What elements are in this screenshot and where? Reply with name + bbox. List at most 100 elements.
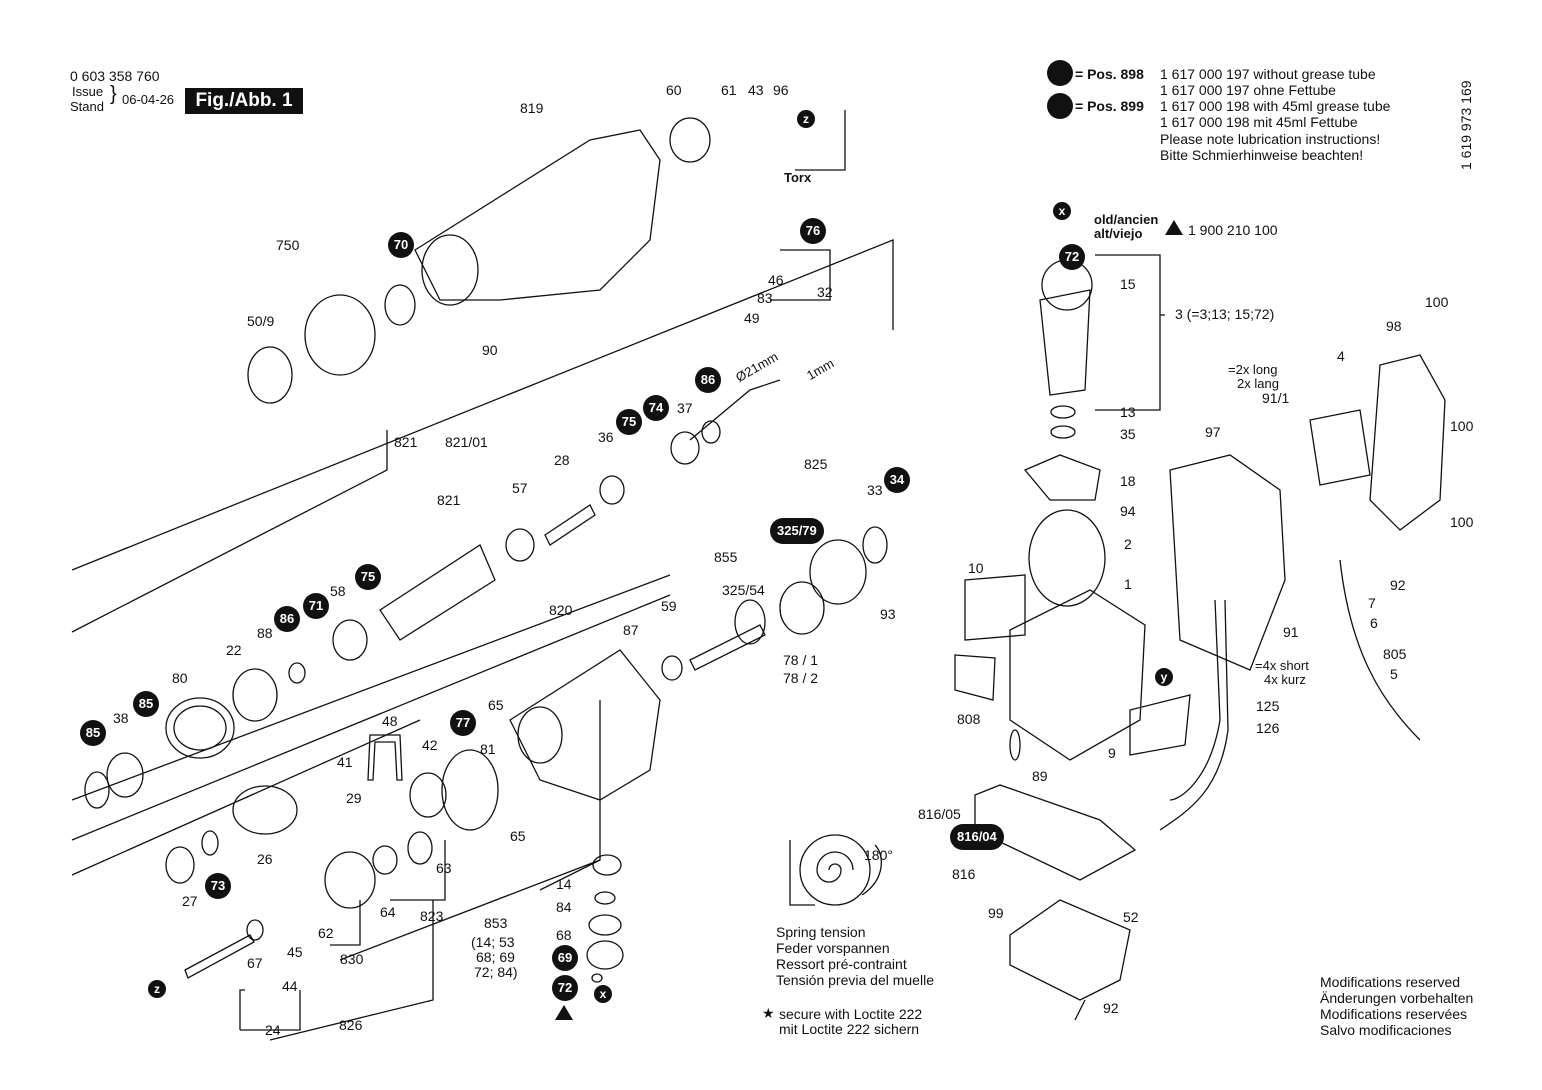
circled-part-number: 73 <box>205 873 231 899</box>
part-label: 94 <box>1120 503 1136 519</box>
part-label: 36 <box>598 429 614 445</box>
long-screw-note-2: 2x lang <box>1237 376 1279 391</box>
modifications-fr: Modifications reservées <box>1320 1006 1468 1022</box>
old-part-number: 1 900 210 100 <box>1188 222 1278 238</box>
circled-part-number: 325/79 <box>770 518 824 544</box>
part-label: 43 <box>748 82 764 98</box>
part-label: 88 <box>257 625 273 641</box>
pos899-label: = Pos. 899 <box>1075 98 1144 114</box>
lube-note-de: Bitte Schmierhinweise beachten! <box>1160 147 1364 163</box>
part-label: 100 <box>1425 294 1449 310</box>
short-screw-note-1: =4x short <box>1255 658 1309 673</box>
circled-part-number: 72 <box>1059 244 1085 270</box>
pos899-line2: 1 617 000 198 mit 45ml Fettube <box>1160 114 1358 130</box>
marker-x: x <box>1053 202 1071 220</box>
armature-outline <box>1039 289 1091 396</box>
circled-part-number: 77 <box>450 710 476 736</box>
part-label: 68 <box>556 927 572 943</box>
circled-part-number: 86 <box>695 367 721 393</box>
part-label: 67 <box>247 955 263 971</box>
part-label: 821 <box>394 434 418 450</box>
circled-part-number: 75 <box>616 409 642 435</box>
part-label: 61 <box>721 82 737 98</box>
switch-outline <box>1309 409 1371 486</box>
housing-outline <box>414 129 661 301</box>
part-label: 65 <box>488 697 504 713</box>
part-label: 46 <box>768 272 784 288</box>
triangle-icon <box>555 1005 573 1020</box>
issue-date: 06-04-26 <box>122 92 175 107</box>
spring-note-es: Tensión previa del muelle <box>776 972 934 988</box>
part-label: 44 <box>282 978 298 994</box>
group-853-line1: (14; 53 <box>471 934 515 950</box>
frame-line <box>71 430 388 633</box>
part-label: 59 <box>661 598 677 614</box>
part-label: 83 <box>757 290 773 306</box>
part-label: 64 <box>380 904 396 920</box>
part-label: 826 <box>339 1017 363 1033</box>
part-label: 808 <box>957 711 981 727</box>
pos898-line1: 1 617 000 197 without grease tube <box>1160 66 1376 82</box>
part-label: 2 <box>1124 536 1132 552</box>
part-label: 97 <box>1205 424 1221 440</box>
circled-part-number: 816/04 <box>950 824 1004 850</box>
document-number: 1 619 973 169 <box>1458 80 1474 170</box>
part-label: 750 <box>276 237 300 253</box>
pos899-dot-icon <box>1047 93 1073 119</box>
loctite-note-de: mit Loctite 222 sichern <box>779 1021 920 1037</box>
part-label: 99 <box>988 905 1004 921</box>
modifications-de: Änderungen vorbehalten <box>1320 990 1474 1006</box>
circled-part-number: 71 <box>303 593 329 619</box>
part-label: 90 <box>482 342 498 358</box>
circled-part-number: 69 <box>552 945 578 971</box>
part-label: 819 <box>520 100 544 116</box>
marker-z: z <box>148 980 166 998</box>
angle-label: 180° <box>864 847 893 863</box>
old-label-2: alt/viejo <box>1094 226 1143 241</box>
circled-part-number: 76 <box>800 218 826 244</box>
handle-outline <box>1169 454 1286 671</box>
part-label: 10 <box>968 560 984 576</box>
part-label: 823 <box>420 908 444 924</box>
motor-housing-outline <box>1009 589 1146 761</box>
part-label: 855 <box>714 549 738 565</box>
part-label: 816/05 <box>918 806 961 822</box>
old-label-1: old/ancien <box>1094 212 1159 227</box>
part-label: 6 <box>1370 615 1378 631</box>
part-label: 80 <box>172 670 188 686</box>
pos898-line2: 1 617 000 197 ohne Fettube <box>1160 82 1336 98</box>
part-label: 62 <box>318 925 334 941</box>
part-label: 7 <box>1368 595 1376 611</box>
circled-part-number: 70 <box>388 232 414 258</box>
part-label: 84 <box>556 899 572 915</box>
part-label: 853 <box>484 915 508 931</box>
part-label: 93 <box>880 606 896 622</box>
part-label: 35 <box>1120 426 1136 442</box>
part-label: 98 <box>1386 318 1402 334</box>
part-label: 78 / 1 <box>783 652 819 668</box>
pos898-label: = Pos. 898 <box>1075 66 1144 82</box>
part-label: 60 <box>666 82 682 98</box>
group-853-line2: 68; 69 <box>476 949 515 965</box>
part-label: 89 <box>1032 768 1048 784</box>
part-label: 49 <box>744 310 760 326</box>
part-label: 100 <box>1450 418 1474 434</box>
part-label: 78 / 2 <box>783 670 819 686</box>
part-label: 325/54 <box>722 582 765 598</box>
modifications-es: Salvo modificaciones <box>1320 1022 1452 1038</box>
part-label: 92 <box>1390 577 1406 593</box>
part-label: 81 <box>480 741 496 757</box>
issue-label: Issue <box>72 84 104 99</box>
marker-x: x <box>594 985 612 1003</box>
spring-note-de: Feder vorspannen <box>776 940 890 956</box>
part-label: 92 <box>1103 1000 1119 1016</box>
part-label: 26 <box>257 851 273 867</box>
short-screw-note-2: 4x kurz <box>1264 672 1306 687</box>
part-label: 14 <box>556 876 572 892</box>
part-label: 32 <box>817 284 833 300</box>
stand-label: Stand <box>70 99 104 114</box>
part-label: 100 <box>1450 514 1474 530</box>
triangle-icon <box>1165 220 1183 235</box>
